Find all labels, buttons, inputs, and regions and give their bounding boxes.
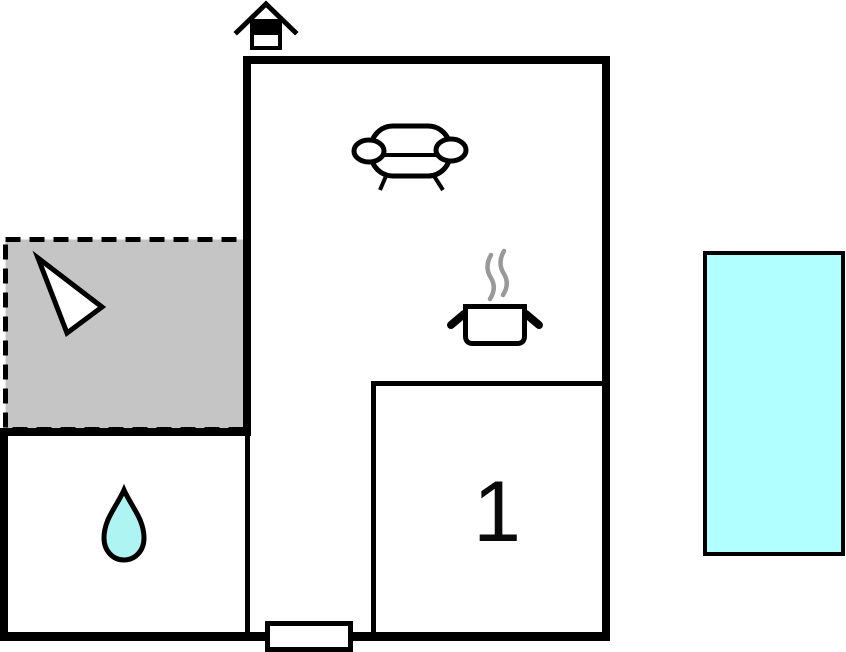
steam-line-right <box>498 248 509 298</box>
wall-left-upper <box>243 56 251 436</box>
sofa-leg-right <box>432 174 445 192</box>
water-drop-icon <box>101 483 147 563</box>
wall-room1-top <box>371 381 604 386</box>
wall-terrace-bottom <box>0 428 251 436</box>
pot-handle-left <box>447 310 468 329</box>
wall-bathroom-right <box>245 436 250 632</box>
arrow-icon <box>32 250 107 337</box>
kitchen-icon <box>447 248 543 346</box>
chimney-box-top <box>250 19 282 35</box>
sofa-armrest-right <box>433 136 469 164</box>
sofa-leg-left <box>378 175 388 191</box>
interior-walls <box>245 381 604 632</box>
wall-room1-left <box>371 381 376 632</box>
wall-right <box>602 56 610 641</box>
cooking-pot-icon <box>447 304 543 346</box>
sofa-armrest-left <box>351 137 387 165</box>
pot-body <box>463 304 527 346</box>
sofa-icon <box>351 123 469 192</box>
wall-top <box>243 56 610 64</box>
room-1-label: 1 <box>473 464 521 560</box>
wall-bathroom-left <box>0 428 8 641</box>
steam-line-left <box>485 252 496 302</box>
chimney-roof <box>233 0 299 36</box>
pool <box>703 251 845 556</box>
entrance-door <box>265 621 353 652</box>
steam-icon <box>485 248 509 302</box>
pot-handle-right <box>522 310 543 329</box>
chimney-icon <box>233 0 299 50</box>
